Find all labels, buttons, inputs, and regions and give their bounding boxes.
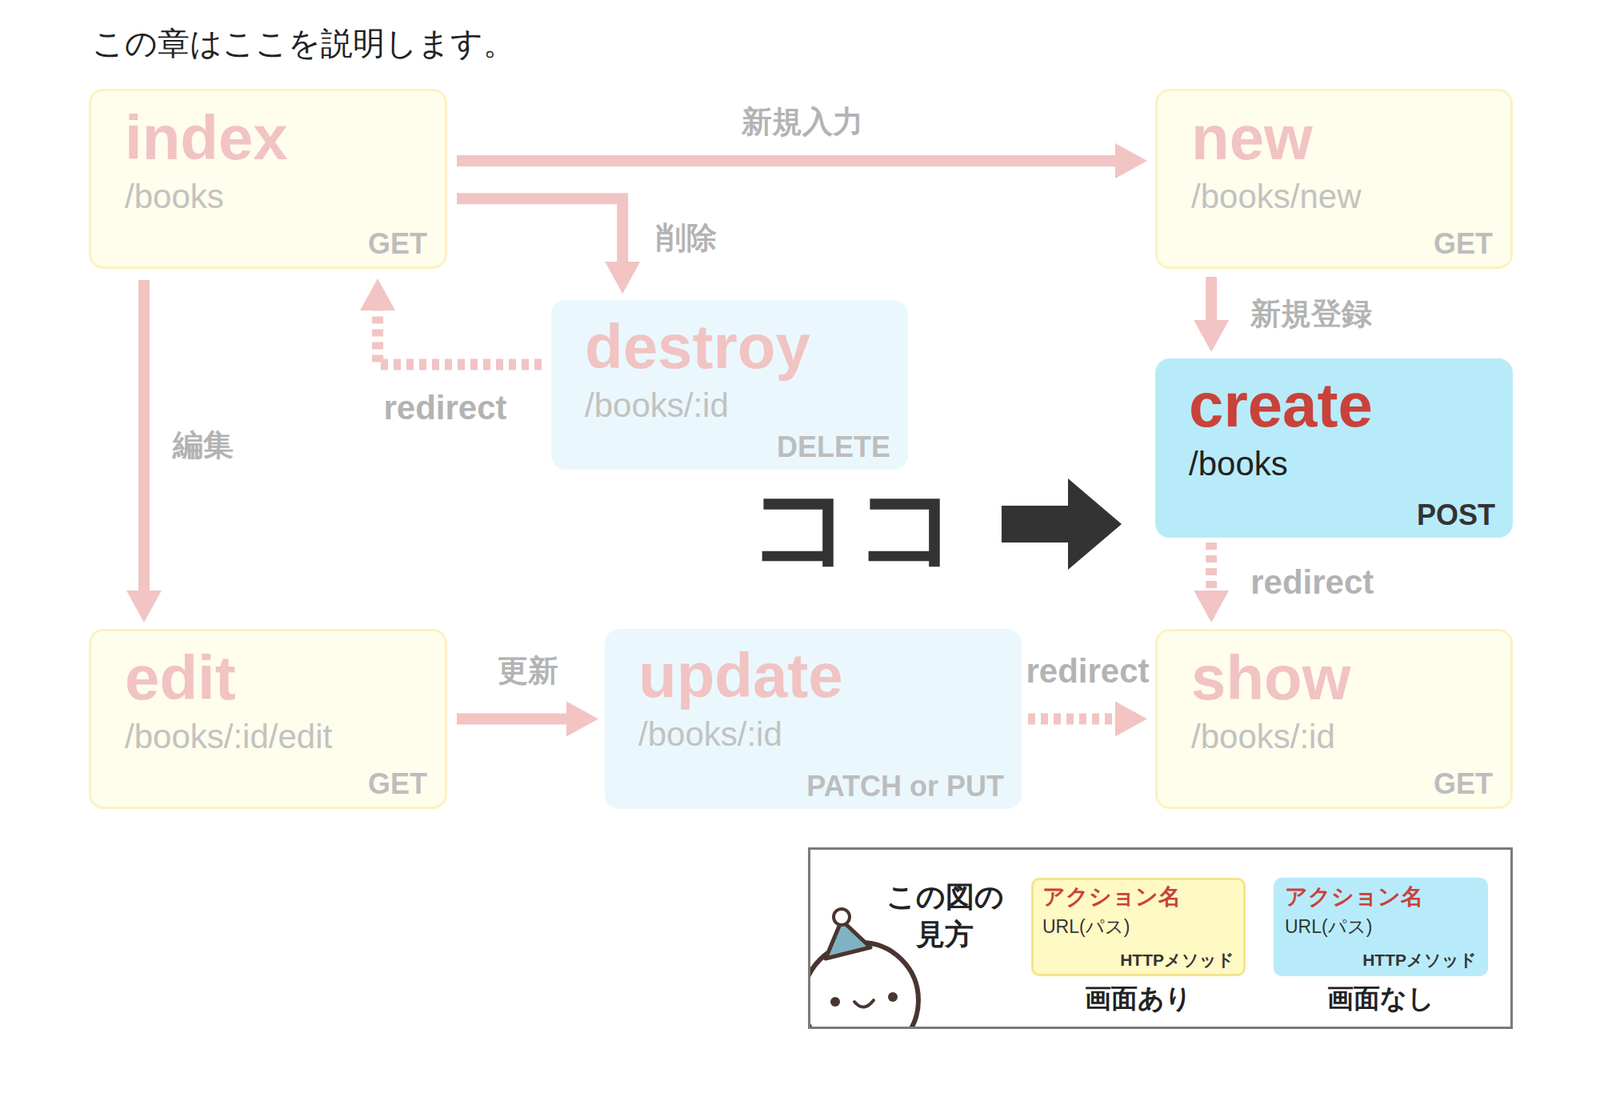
- legend-sample-box: アクション名 URL(パス) HTTPメソッド: [1031, 877, 1246, 976]
- connector: [1193, 276, 1229, 352]
- connector: [126, 280, 162, 623]
- action-name: update: [638, 640, 844, 712]
- connector: [360, 278, 542, 365]
- legend-sample-box: アクション名 URL(パス) HTTPメソッド: [1273, 877, 1488, 976]
- connector-line: [1028, 713, 1116, 725]
- http-method: PATCH or PUT: [806, 769, 1004, 803]
- action-box: update/books/:idPATCH or PUT: [604, 628, 1022, 809]
- edge-label: redirect: [1022, 652, 1152, 691]
- callout-arrow: [1001, 478, 1122, 570]
- action-box: new/books/newGET: [1155, 88, 1513, 269]
- mascot-pompom: [833, 908, 850, 925]
- action-box: show/books/:idGET: [1155, 628, 1513, 809]
- url-path: /books/:id/edit: [124, 717, 332, 756]
- http-method: HTTPメソッド: [1120, 950, 1235, 970]
- connector-line: [377, 310, 542, 365]
- http-method: GET: [1433, 227, 1493, 260]
- action-name: destroy: [584, 311, 811, 384]
- http-method: DELETE: [776, 430, 891, 464]
- connector-line: [456, 155, 1116, 167]
- mascot-smile: [854, 1000, 874, 1008]
- action-box: destroy/books/:idDELETE: [551, 300, 908, 470]
- url-path: /books/:id: [638, 715, 783, 754]
- legend-heading: この図の見方: [880, 878, 1009, 954]
- connector: [456, 143, 1148, 179]
- connector-line: [456, 198, 623, 262]
- http-method: HTTPメソッド: [1362, 950, 1477, 970]
- http-method: GET: [1433, 767, 1493, 800]
- edge-label: 編集: [169, 428, 237, 464]
- mascot-eye: [830, 996, 840, 1007]
- connector: [456, 198, 640, 294]
- url-path: /books: [1188, 444, 1288, 484]
- http-method: GET: [368, 227, 428, 260]
- arrow-head: [126, 590, 162, 623]
- callout-text: ココ: [748, 473, 961, 578]
- action-name: new: [1191, 102, 1313, 175]
- arrow-head: [1115, 701, 1148, 737]
- mascot-hat: [825, 920, 871, 959]
- arrow-head: [566, 701, 599, 737]
- http-method: GET: [368, 767, 428, 800]
- url-path: /books/:id: [1191, 717, 1336, 756]
- edge-label: 更新: [494, 653, 562, 689]
- arrow-head: [1115, 143, 1148, 179]
- url-path: URL(パス): [1284, 916, 1372, 937]
- action-name: アクション名: [1284, 884, 1424, 910]
- url-path: /books/new: [1191, 177, 1361, 216]
- connector-line: [1205, 276, 1217, 320]
- action-name: edit: [124, 642, 236, 715]
- action-name: アクション名: [1042, 884, 1181, 910]
- arrow-head: [360, 278, 396, 311]
- action-name: show: [1191, 642, 1351, 715]
- edge-label: 新規登録: [1247, 296, 1376, 332]
- http-method: POST: [1416, 498, 1496, 532]
- legend-label: 画面なし: [1327, 982, 1435, 1015]
- action-box: edit/books/:id/editGET: [88, 628, 448, 809]
- edge-label: redirect: [380, 388, 511, 428]
- page-title: この章はここを説明します。: [92, 24, 516, 63]
- action-name: index: [124, 102, 288, 175]
- edge-label: 新規入力: [738, 104, 867, 140]
- edge-label: redirect: [1247, 563, 1377, 602]
- mascot-eye: [888, 992, 898, 1002]
- connector-line: [138, 280, 150, 591]
- arrow-head: [604, 261, 640, 294]
- edge-label: 削除: [652, 220, 720, 256]
- connector: [1193, 542, 1229, 623]
- connector-line: [1205, 542, 1217, 591]
- action-box: create/booksPOST: [1155, 358, 1513, 538]
- action-box: index/booksGET: [88, 88, 448, 269]
- connector: [1028, 701, 1148, 737]
- connector: [456, 701, 599, 737]
- legend-label: 画面あり: [1084, 982, 1192, 1015]
- arrow-head: [1193, 320, 1229, 352]
- arrow-head: [1193, 590, 1229, 623]
- action-name: create: [1188, 369, 1373, 442]
- connector-line: [456, 713, 567, 725]
- url-path: URL(パス): [1042, 916, 1130, 937]
- url-path: /books: [124, 177, 224, 216]
- mascot-illustration: [810, 908, 919, 1027]
- url-path: /books/:id: [584, 386, 729, 425]
